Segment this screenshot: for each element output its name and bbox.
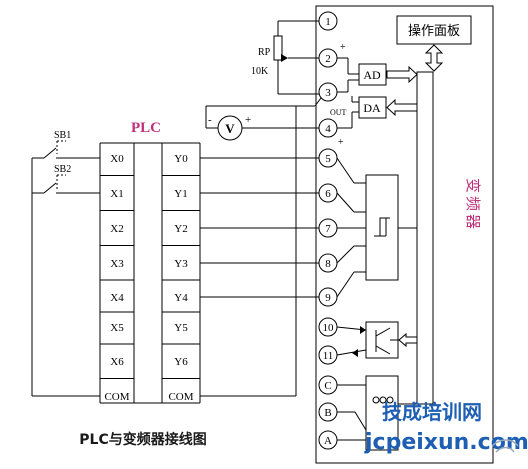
plc-output-y4: Y4 bbox=[174, 292, 188, 304]
plc-title: PLC bbox=[131, 120, 161, 136]
terminal-4-label: 4 bbox=[325, 123, 331, 135]
terminal-2-plus: + bbox=[340, 42, 346, 53]
input-function-block bbox=[365, 174, 399, 281]
out-label: OUT bbox=[330, 108, 347, 117]
plc-output-y1: Y1 bbox=[174, 188, 187, 200]
switch-sb2-actuator bbox=[56, 174, 66, 189]
terminal-a-circle[interactable] bbox=[318, 430, 338, 450]
plc-body bbox=[99, 142, 201, 404]
watermark-line2: jcpeixun.com bbox=[364, 430, 528, 455]
terminal-11-arrow-icon bbox=[352, 349, 358, 357]
plc-input-x6: X6 bbox=[110, 356, 124, 368]
inverter-box bbox=[315, 5, 494, 464]
ad-to-bus-arrow-icon bbox=[386, 65, 418, 84]
inverter-internal-bus bbox=[416, 71, 434, 405]
plc-output-y6: Y6 bbox=[174, 356, 188, 368]
pot-value: 10K bbox=[251, 66, 269, 77]
terminal-5-circle[interactable] bbox=[318, 148, 338, 168]
terminal-3-label: 3 bbox=[325, 87, 331, 99]
ad-converter-label: AD bbox=[363, 68, 381, 82]
watermark-line1: 技成培训网 bbox=[382, 400, 482, 424]
terminal-a-label: A bbox=[324, 435, 332, 447]
da-converter-label: DA bbox=[363, 101, 381, 115]
terminal-b-circle[interactable] bbox=[318, 402, 338, 422]
inverter-title: 变频器 bbox=[464, 178, 482, 232]
schmitt-trigger-icon bbox=[374, 217, 390, 237]
terminal-3-circle[interactable] bbox=[318, 82, 338, 102]
terminal-10-label: 10 bbox=[323, 322, 335, 334]
terminal-c-circle[interactable] bbox=[318, 375, 338, 395]
pot-wiper-arrow-icon bbox=[281, 54, 288, 62]
terminal-1-label: 1 bbox=[325, 16, 331, 28]
terminal-9-label: 9 bbox=[325, 292, 331, 304]
terminal-5-label: 5 bbox=[325, 153, 331, 165]
diagram-caption: PLC与变频器接线图 bbox=[79, 431, 206, 448]
terminal-6-label: 6 bbox=[325, 188, 331, 200]
terminal-1-circle[interactable] bbox=[318, 11, 338, 31]
plc-output-y5: Y5 bbox=[174, 322, 188, 334]
terminal-4-plus: + bbox=[338, 137, 344, 148]
pot-name: RP bbox=[258, 47, 271, 58]
plc-input-x2: X2 bbox=[110, 223, 123, 235]
relay-output-wiring bbox=[337, 375, 417, 451]
bus-to-da-arrow-icon bbox=[386, 98, 418, 117]
terminal-2-circle[interactable] bbox=[318, 48, 338, 68]
switch-sb2-label: SB2 bbox=[54, 164, 71, 175]
plc-output-y3: Y3 bbox=[174, 258, 188, 270]
operation-panel-box[interactable] bbox=[396, 15, 472, 45]
voltmeter-circle bbox=[217, 115, 243, 141]
switch-sb1-actuator bbox=[56, 140, 66, 154]
plc-input-x4: X4 bbox=[110, 292, 124, 304]
terminal-8-circle[interactable] bbox=[318, 253, 338, 273]
input-switch-wiring bbox=[31, 147, 100, 397]
bus-to-oc-arrow-icon bbox=[398, 332, 418, 348]
terminal-11-circle[interactable] bbox=[318, 345, 338, 365]
switch-sb1-label: SB1 bbox=[54, 130, 71, 141]
terminal-10-circle[interactable] bbox=[318, 317, 338, 337]
plc-output-y2: Y2 bbox=[174, 223, 187, 235]
output-wiring bbox=[200, 106, 417, 397]
transistor-icon bbox=[375, 327, 398, 355]
terminal-c-label: C bbox=[324, 380, 331, 392]
terminal-8-label: 8 bbox=[325, 258, 331, 270]
watermark-logo-icon bbox=[491, 439, 519, 453]
plc-input-com: COM bbox=[104, 391, 129, 403]
plc-output-y0: Y0 bbox=[174, 153, 188, 165]
terminal-4-circle[interactable] bbox=[318, 118, 338, 138]
terminal-b-label: B bbox=[324, 407, 331, 419]
plc-input-x0: X0 bbox=[110, 153, 124, 165]
terminal-10-arrow-icon bbox=[360, 326, 366, 334]
terminal-6-circle[interactable] bbox=[318, 183, 338, 203]
terminal-7-circle[interactable] bbox=[318, 218, 338, 238]
da-converter-box bbox=[358, 96, 387, 119]
analog-wiring bbox=[205, 20, 359, 129]
panel-bus-arrow-icon bbox=[424, 44, 444, 72]
terminal-11-label: 11 bbox=[323, 350, 334, 362]
terminal-7-label: 7 bbox=[325, 223, 331, 235]
voltmeter-minus: - bbox=[208, 114, 212, 126]
relay-contact-icon bbox=[354, 385, 367, 440]
plc-input-x1: X1 bbox=[110, 188, 123, 200]
terminal-2-label: 2 bbox=[325, 53, 331, 65]
operation-panel-label: 操作面板 bbox=[408, 23, 460, 39]
voltmeter-label: V bbox=[225, 121, 235, 136]
voltmeter-plus: + bbox=[245, 114, 251, 126]
relay-coil-icon bbox=[372, 396, 394, 404]
terminal-9-circle[interactable] bbox=[318, 287, 338, 307]
plc-input-x3: X3 bbox=[110, 258, 124, 270]
plc-output-com: COM bbox=[168, 391, 193, 403]
inverter-terminals: 1 2 3 4 5 6 7 8 9 10 11C B A bbox=[318, 11, 338, 450]
plc-input-x5: X5 bbox=[110, 322, 124, 334]
